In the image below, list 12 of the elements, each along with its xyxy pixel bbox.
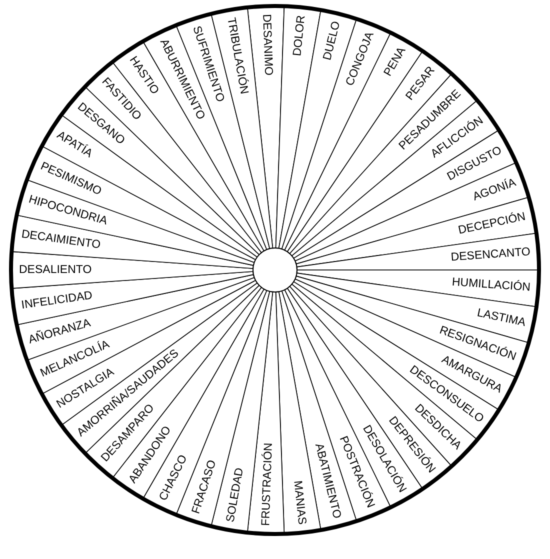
segment-label: DESENCANTO	[450, 246, 531, 264]
segment-label: LASTIMA	[476, 307, 527, 330]
segment-label: DUELO	[322, 20, 343, 62]
segment-label: SOLEDAD	[224, 466, 246, 524]
segment-label: DESANIMO	[260, 14, 274, 76]
segment-label: FRUSTRACIÓN	[260, 442, 275, 526]
segment-label: DECAIMIENTO	[20, 228, 102, 252]
segment-label: INFELICIDAD	[20, 290, 94, 312]
segment-label: DOLOR	[292, 14, 308, 57]
segment-label: HUMILLACIÓN	[452, 276, 531, 294]
segment-label: DESALIENTO	[19, 264, 92, 276]
segment-label: MANIAS	[291, 480, 308, 526]
